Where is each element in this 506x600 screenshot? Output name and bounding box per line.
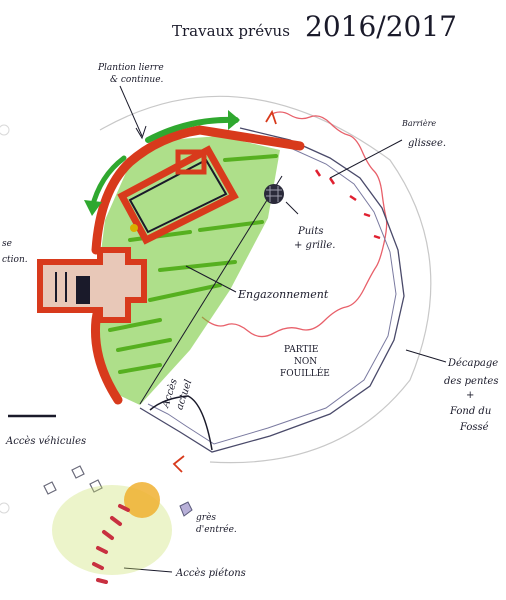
barrier-ticks: [314, 169, 381, 240]
enclosure-polygon-inner: [147, 133, 397, 445]
enclosure-polygon-outer: [139, 127, 405, 453]
ditch-arrow-top: [265, 109, 277, 125]
label-puits-1: Puits: [297, 226, 324, 237]
label-engazonnement: Engazonnement: [237, 288, 329, 301]
title-years: 2016/2017: [305, 10, 457, 43]
label-gres-2: d'entrée.: [196, 524, 237, 535]
zone-division-line: [139, 175, 283, 405]
label-partie-1: PARTIE: [284, 345, 318, 355]
grass-zone: [96, 136, 280, 405]
binder-hole-top: [0, 124, 10, 136]
inner-building: [117, 145, 239, 245]
grass-strokes: [108, 154, 278, 374]
outer-sketch-circle: [99, 95, 432, 464]
label-decapage-4: Fond du: [449, 406, 491, 417]
gres-marker: [179, 501, 193, 517]
label-partie-2: NON: [294, 357, 317, 367]
well-icon: [264, 184, 284, 204]
ditch-arrow-bottom: [172, 455, 185, 473]
green-arrowhead-top: [228, 110, 240, 130]
leader-arrow-plantation: [135, 125, 147, 140]
entrance-orange-disk: [124, 482, 160, 518]
green-arrowhead-left: [84, 200, 102, 216]
label-decapage-5: Fossé: [459, 422, 489, 433]
label-plantation-1: Plantion lierre: [97, 63, 164, 73]
label-decapage-2: des pentes: [444, 376, 498, 387]
label-puits-2: + grille.: [294, 240, 335, 251]
label-partie-3: FOUILLÉE: [280, 367, 330, 379]
gatehouse: [37, 247, 147, 323]
boulder-markers: [43, 465, 103, 495]
pedestrian-path: [92, 504, 130, 584]
label-barriere-2: glissee.: [408, 138, 446, 149]
label-decapage-1: Décapage: [447, 358, 498, 369]
label-left-cut-1: se: [2, 239, 12, 249]
title-text: Travaux prévus: [172, 22, 290, 40]
leader-lines: [119, 85, 447, 573]
label-barriere-1: Barrière: [401, 119, 436, 128]
label-plantation-2: & continue.: [110, 75, 164, 85]
access-path-edge: [149, 395, 213, 451]
binder-hole-bottom: [0, 502, 10, 514]
label-acces-vehicules: Accès véhicules: [5, 436, 86, 447]
label-left-cut-2: ction.: [2, 255, 28, 265]
label-decapage-3: +: [466, 390, 474, 401]
label-gres-1: grès: [196, 512, 216, 523]
green-arrow-top: [145, 116, 239, 143]
ditch-boundary: [201, 111, 388, 338]
label-acces-pietons: Accès piétons: [175, 568, 246, 579]
perimeter-wall: [91, 125, 305, 405]
